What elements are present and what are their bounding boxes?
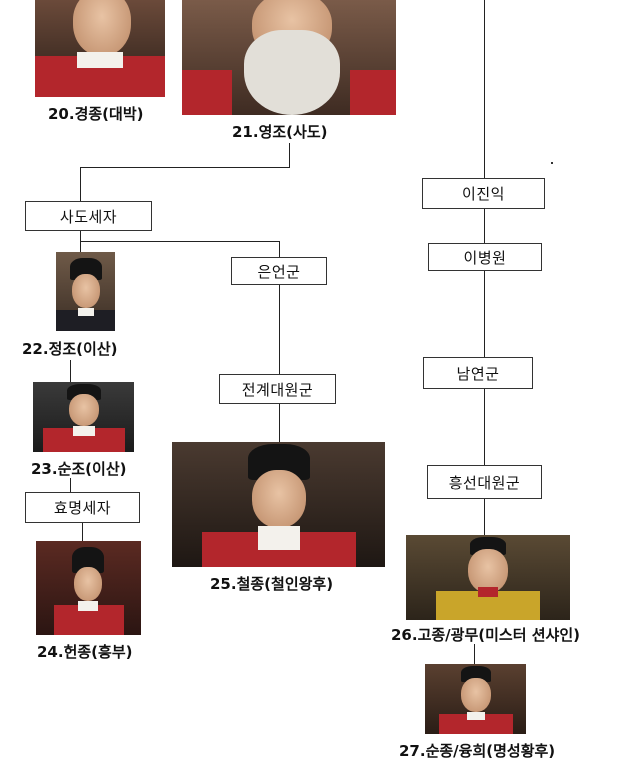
- box-yibyeongwon: 이병원: [428, 243, 542, 271]
- line-jeongye-cheoljong: [279, 404, 280, 442]
- label-jeongjo: 22.정조(이산): [22, 340, 118, 358]
- box-namyeon: 남연군: [423, 357, 533, 389]
- portrait-gyeongjong: [35, 0, 165, 97]
- portrait-jeongjo: [56, 252, 115, 331]
- box-hyomyeong: 효명세자: [25, 492, 140, 523]
- box-sado: 사도세자: [25, 201, 152, 231]
- line-namyeon-heungseon: [484, 389, 485, 465]
- line-euneon-jeongye: [279, 284, 280, 374]
- line-to-sado: [80, 167, 81, 201]
- portrait-heonjong: [36, 541, 141, 635]
- portrait-cheoljong: [172, 442, 385, 567]
- label-yeongjo: 21.영조(사도): [232, 123, 328, 141]
- line-yeongjo-horizontal: [80, 167, 290, 168]
- portrait-sunjong: [425, 664, 526, 734]
- line-sado-branch: [80, 241, 280, 242]
- label-heonjong: 24.헌종(흥부): [37, 643, 133, 661]
- line-gojong-sunjong: [474, 644, 475, 664]
- label-gyeongjong: 20.경종(대박): [48, 105, 144, 123]
- line-heungseon-gojong: [484, 499, 485, 535]
- label-sunjo: 23.순조(이산): [31, 460, 127, 478]
- portrait-yeongjo: [182, 0, 396, 115]
- portrait-sunjo: [33, 382, 134, 452]
- box-heungseon: 흥선대원군: [427, 465, 542, 499]
- box-euneon: 은언군: [231, 257, 327, 285]
- portrait-gojong: [406, 535, 570, 620]
- line-yibyeongwon-namyeon: [484, 271, 485, 357]
- label-cheoljong: 25.철종(철인왕후): [210, 575, 334, 593]
- line-jeongjo-sunjo: [70, 360, 71, 382]
- line-sunjo-hyomyeong: [70, 478, 71, 492]
- label-sunjong: 27.순종/융희(명성황후): [399, 742, 556, 760]
- stray-dot: [551, 162, 553, 164]
- line-hyomyeong-heonjong: [82, 523, 83, 541]
- line-yijinik-yibyeongwon: [484, 209, 485, 243]
- box-jeongye: 전계대원군: [219, 374, 336, 404]
- line-to-euneon: [279, 241, 280, 257]
- box-yijinik: 이진익: [422, 178, 545, 209]
- label-gojong: 26.고종/광무(미스터 션샤인): [391, 626, 580, 644]
- line-right-top: [484, 0, 485, 178]
- line-yeongjo-down: [289, 143, 290, 167]
